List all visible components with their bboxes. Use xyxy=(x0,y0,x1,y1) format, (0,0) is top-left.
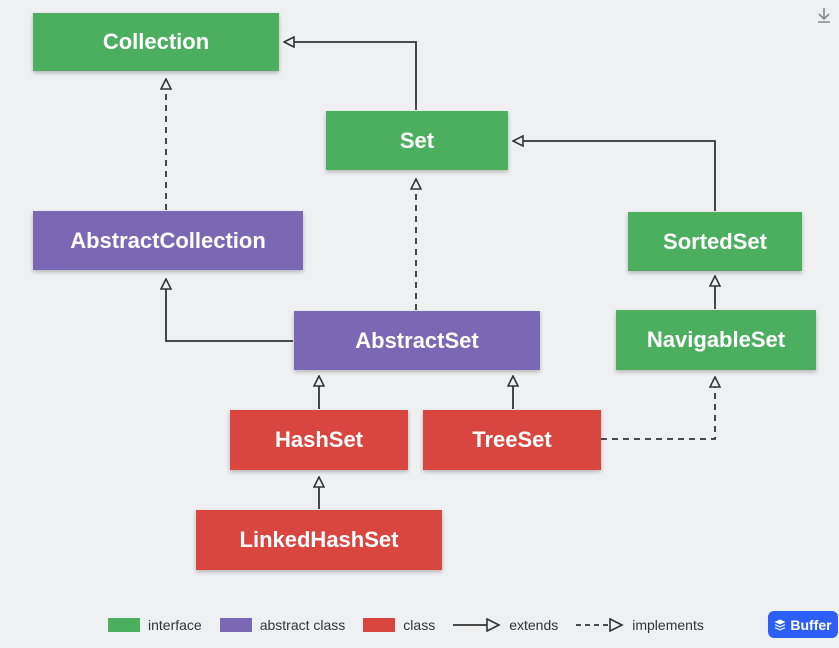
node-abstract-collection: AbstractCollection xyxy=(33,211,303,270)
node-set: Set xyxy=(326,111,508,170)
legend-abstract-class: abstract class xyxy=(219,617,346,633)
buffer-icon xyxy=(774,619,786,630)
buffer-label: Buffer xyxy=(790,616,832,633)
edge-treeset-navigableset xyxy=(601,377,715,440)
node-abstract-set: AbstractSet xyxy=(294,311,540,370)
legend-label-interface: interface xyxy=(148,617,202,633)
download-icon[interactable] xyxy=(815,6,833,24)
node-linked-hash-set: LinkedHashSet xyxy=(196,510,442,570)
solid-arrow-icon xyxy=(453,618,501,632)
legend-class: class xyxy=(363,617,435,633)
buffer-button[interactable]: Buffer xyxy=(768,611,838,638)
node-collection: Collection xyxy=(33,13,279,71)
legend-label-class: class xyxy=(403,617,436,633)
legend: interface abstract class class extends i… xyxy=(108,617,722,633)
node-hash-set: HashSet xyxy=(230,410,408,470)
node-navigable-set: NavigableSet xyxy=(616,310,816,370)
edge-sortedset-set xyxy=(513,141,716,211)
edge-set-collection xyxy=(284,42,417,110)
legend-implements: implements xyxy=(576,617,704,633)
legend-extends: extends xyxy=(453,617,558,633)
legend-label-extends: extends xyxy=(509,617,559,633)
dashed-arrow-icon xyxy=(576,618,625,632)
legend-label-implements: implements xyxy=(632,617,704,633)
node-tree-set: TreeSet xyxy=(423,410,601,470)
node-sorted-set: SortedSet xyxy=(628,212,802,271)
legend-swatch-abstract-class xyxy=(219,618,252,632)
edge-abstractset-abstractcollection xyxy=(166,279,293,342)
legend-swatch-interface xyxy=(108,618,140,632)
legend-label-abstract-class: abstract class xyxy=(259,617,346,633)
legend-interface: interface xyxy=(108,617,202,633)
legend-swatch-class xyxy=(363,618,396,632)
